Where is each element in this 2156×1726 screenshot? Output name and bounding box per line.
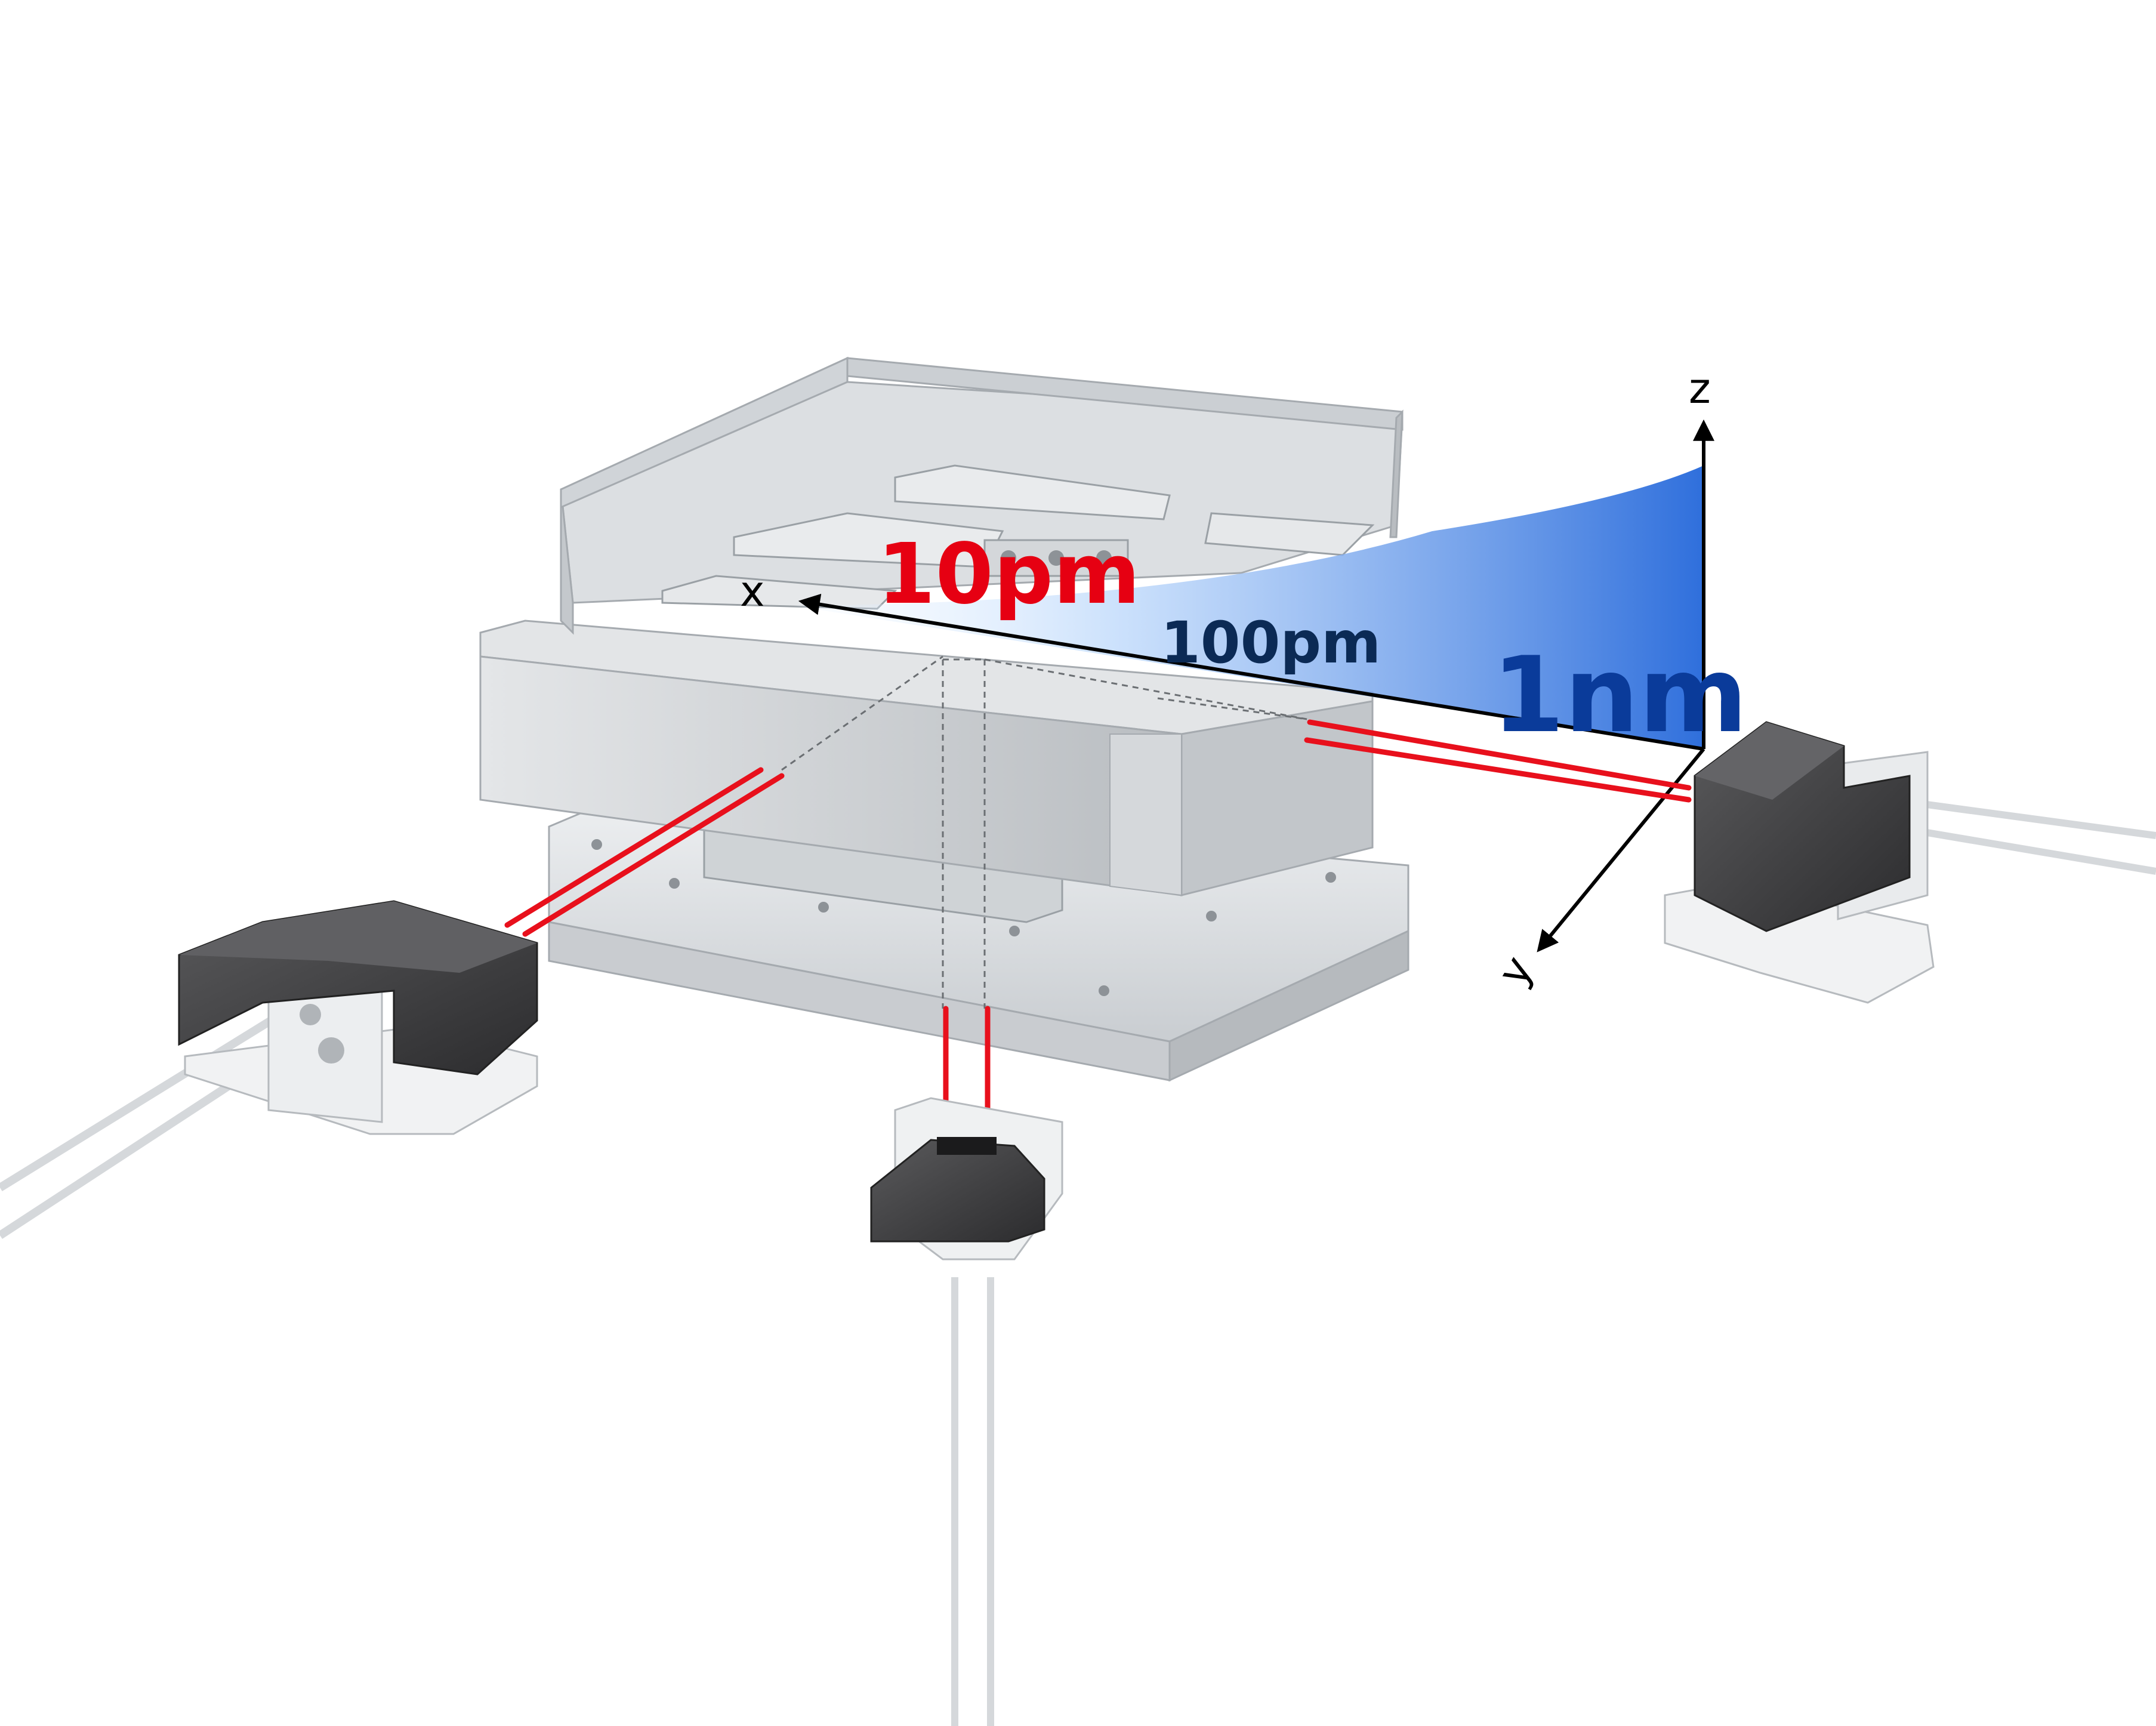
tray-pocket-1 [894, 464, 1171, 520]
tray-pocket-3 [661, 575, 897, 610]
center-hub [983, 539, 1129, 577]
bottom-sensor [870, 1097, 1063, 1726]
base-plate-side [1168, 929, 1409, 1082]
top-tray-wall-left [560, 489, 574, 635]
medium-resolution-label: 100pm [1161, 609, 1381, 676]
y-axis-label: y [1488, 948, 1543, 994]
mid-block-end [1109, 733, 1182, 896]
coordinate-axes [798, 419, 1714, 953]
left-sensor [0, 900, 538, 1239]
top-tray-rim-left [560, 356, 849, 509]
right-sensor-fiber-2 [1890, 823, 2156, 875]
right-sensor [1664, 721, 2156, 1004]
right-sensor-fiber-1 [1891, 796, 2156, 839]
x-axis-label: x [740, 567, 764, 616]
laser-beams [504, 719, 1692, 1143]
dashed-beam-paths [781, 655, 1307, 1009]
right-beam-2 [1304, 737, 1692, 803]
z-axis-label: z [1689, 364, 1711, 413]
resolution-gradient-panel [794, 466, 1704, 749]
coarse-resolution-label: 1nm [1492, 635, 1748, 756]
x-axis-line [798, 593, 1704, 751]
positioning-stage-icon [479, 356, 1409, 1082]
left-sensor-fiber-1 [0, 1011, 283, 1191]
y-axis-line [1537, 748, 1705, 953]
right-beam-1 [1307, 719, 1692, 791]
left-beam-2 [522, 773, 785, 937]
fine-resolution-label: 10pm [877, 526, 1140, 623]
top-tray-wall-right [1389, 409, 1404, 538]
left-beam-1 [504, 767, 764, 928]
